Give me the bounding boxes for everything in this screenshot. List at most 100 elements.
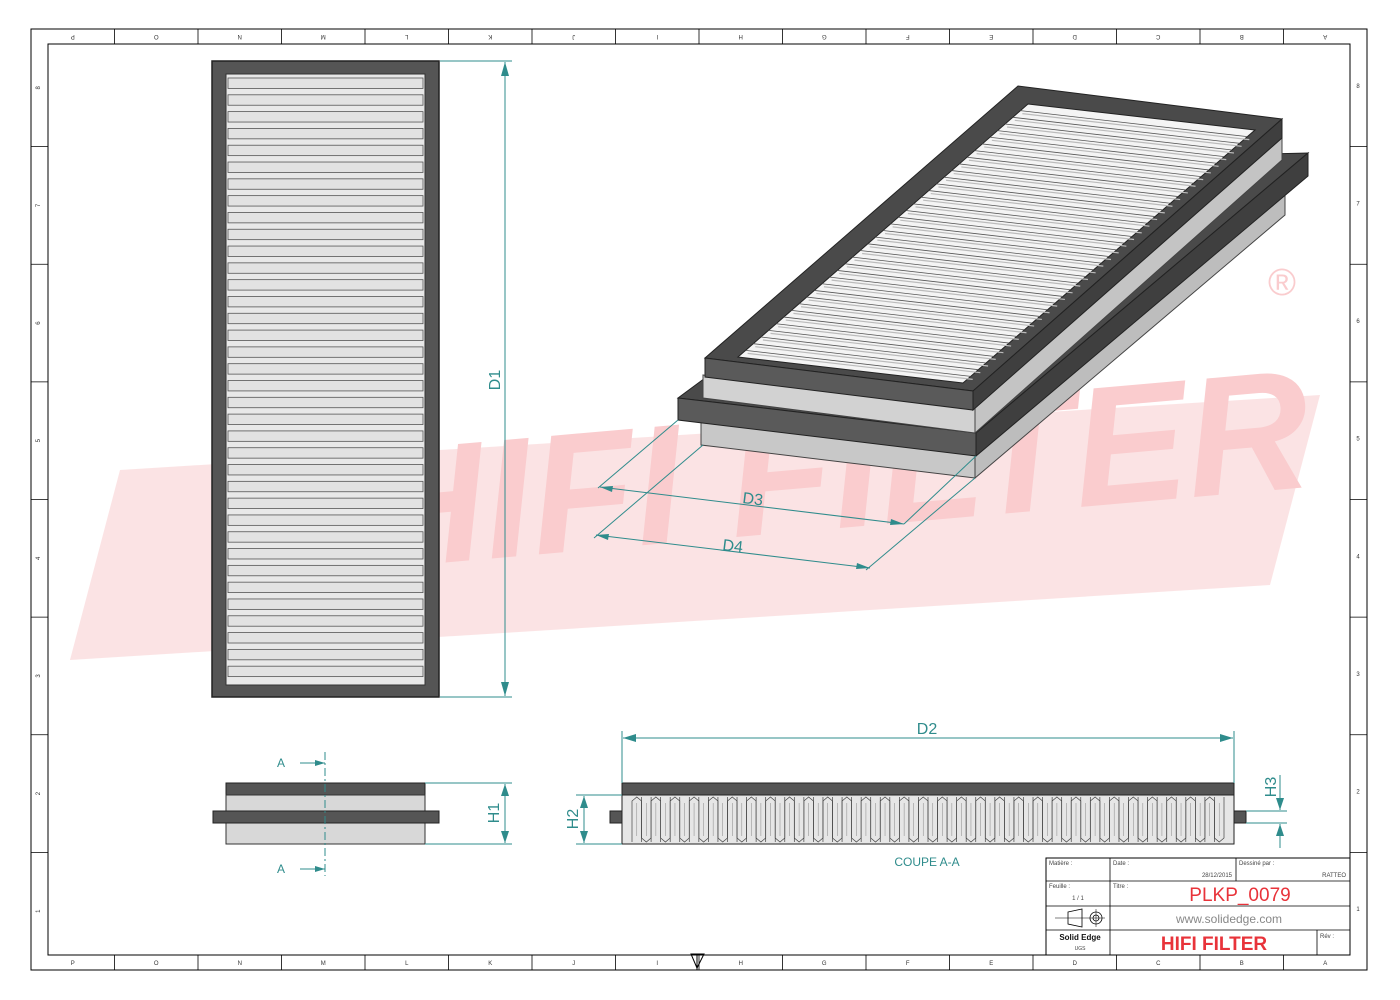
pleat-slat xyxy=(227,447,424,459)
section-view: COUPE A-A xyxy=(609,782,1247,869)
pleat-slat xyxy=(227,648,424,661)
grid-col-label-top: A xyxy=(1323,33,1327,39)
grid-row-label-left: 7 xyxy=(36,203,42,207)
iso-pleat-shadow xyxy=(823,286,1050,314)
top-view-pleats xyxy=(227,77,424,678)
iso-pleat-line xyxy=(1005,123,1232,151)
iso-pleat-line xyxy=(791,309,1017,337)
grid-row-label-right: 2 xyxy=(1356,790,1360,796)
pleat-slat xyxy=(227,380,424,392)
iso-pleat-shadow xyxy=(846,266,1073,294)
grid-col-label-bottom: B xyxy=(1240,961,1244,967)
iso-pleat-shadow xyxy=(892,226,1119,254)
side-view-flange xyxy=(212,810,440,824)
pleat-slat xyxy=(227,480,424,493)
iso-pleat-line xyxy=(951,170,1179,197)
pleat-slat xyxy=(227,413,424,425)
iso-pleat-line xyxy=(982,143,1209,171)
grid-col-label-top: B xyxy=(1240,33,1244,39)
iso-pleat-line xyxy=(852,256,1079,284)
grid-col-label-top: M xyxy=(321,33,326,39)
iso-pleat-line xyxy=(753,343,979,371)
pleat-slat xyxy=(227,514,424,526)
section-pleat xyxy=(1214,797,1225,843)
iso-pleat-line xyxy=(799,303,1025,331)
pleat-slat xyxy=(227,497,424,509)
iso-pleat-line xyxy=(829,276,1056,304)
pleat-slat xyxy=(227,279,424,291)
dim-h2: H2 xyxy=(565,794,622,845)
grid-row-label-left: 4 xyxy=(36,556,42,560)
pleat-slat xyxy=(227,564,424,577)
dim-h3-label: H3 xyxy=(1263,777,1280,798)
pleat-slat xyxy=(227,430,424,442)
grid-row-label-right: 5 xyxy=(1356,437,1360,443)
grid-col-label-top: D xyxy=(1072,33,1077,39)
iso-view xyxy=(676,85,1310,480)
dim-d1: D1 xyxy=(440,60,512,698)
projection-symbol-icon xyxy=(1055,908,1105,928)
grid-col-label-bottom: H xyxy=(739,961,743,967)
grid-col-label-top: O xyxy=(154,33,159,39)
iso-pleat-line xyxy=(860,250,1086,277)
iso-pleats xyxy=(745,110,1250,380)
grid-col-label-top: I xyxy=(656,33,658,39)
dim-d1-label: D1 xyxy=(487,370,504,391)
grid-col-label-top: K xyxy=(488,33,492,39)
pleat-slat xyxy=(227,632,424,644)
section-top-frame xyxy=(621,782,1235,796)
iso-pleat-line xyxy=(974,150,1202,178)
title-block: Matière : Date : 28/12/2015 Dessiné par … xyxy=(1045,857,1351,956)
iso-pleat-shadow xyxy=(800,306,1027,334)
grid-row-label-left: 2 xyxy=(36,791,42,795)
drawn-by-value: RATTEO xyxy=(1322,873,1346,879)
side-view: A A xyxy=(212,752,440,876)
pleat-slat xyxy=(227,548,424,560)
iso-pleat-shadow xyxy=(839,272,1065,301)
iso-pleat-shadow xyxy=(1022,113,1250,141)
grid-row-label-left: 3 xyxy=(36,674,42,678)
pleat-slat xyxy=(227,228,424,241)
dim-h1-label: H1 xyxy=(486,803,503,824)
pleat-slat xyxy=(227,531,424,543)
grid-row-label-right: 6 xyxy=(1356,319,1360,325)
iso-pleat-line xyxy=(997,130,1225,158)
iso-pleat-line xyxy=(760,336,987,364)
pleat-slat xyxy=(227,128,424,140)
iso-pleat-shadow xyxy=(907,212,1135,241)
iso-pleat-line xyxy=(821,283,1048,311)
pleat-slat xyxy=(227,161,424,173)
iso-pleat-shadow xyxy=(862,252,1089,281)
grid-row-label-left: 8 xyxy=(36,85,42,89)
pleat-slat xyxy=(227,464,424,476)
iso-pleat-shadow xyxy=(984,146,1211,174)
grid-col-label-bottom: F xyxy=(906,961,910,967)
iso-pleat-shadow xyxy=(930,192,1158,221)
grid-row-label-right: 4 xyxy=(1356,554,1360,560)
iso-pleat-shadow xyxy=(999,133,1227,161)
iso-pleat-shadow xyxy=(991,139,1219,167)
iso-pleat-line xyxy=(905,210,1133,237)
pleat-slat xyxy=(227,195,424,207)
iso-pleat-shadow xyxy=(938,186,1165,214)
iso-pleat-line xyxy=(806,296,1033,324)
iso-pleat-shadow xyxy=(778,326,1004,354)
dim-d2-label: D2 xyxy=(917,721,938,738)
drawn-by-label: Dessiné par : xyxy=(1239,861,1275,867)
grid-col-label-bottom: G xyxy=(822,961,827,967)
iso-pleat-line xyxy=(898,216,1125,244)
iso-pleat-line xyxy=(875,236,1102,264)
iso-pleat-shadow xyxy=(900,219,1127,247)
matiere-label: Matière : xyxy=(1049,861,1073,867)
iso-pleat-line xyxy=(1012,116,1240,144)
drawing-title: PLKP_0079 xyxy=(1189,885,1290,906)
dim-d4: D4 xyxy=(593,444,976,571)
sheet-label: Feuille : xyxy=(1049,884,1070,890)
iso-pleat-line xyxy=(882,230,1110,257)
iso-pleat-shadow xyxy=(945,179,1173,207)
grid-col-label-top: P xyxy=(71,33,75,39)
iso-pleat-line xyxy=(936,183,1163,211)
grid-col-label-top: N xyxy=(238,33,242,39)
dim-h2-label: H2 xyxy=(565,809,582,830)
grid-col-label-top: C xyxy=(1155,33,1160,39)
